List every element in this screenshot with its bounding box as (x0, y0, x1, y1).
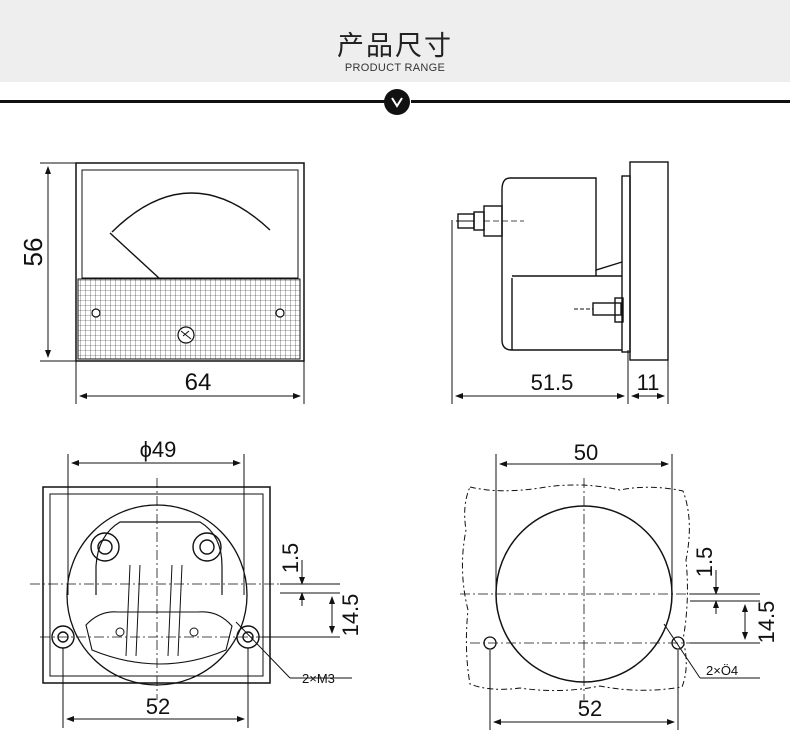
cutout-offset-top-label: 1.5 (692, 547, 717, 578)
rear-hole-spacing-label: 52 (146, 694, 170, 719)
front-height-label: 56 (18, 238, 48, 267)
divider-right (411, 100, 790, 103)
front-height-dimension (40, 162, 80, 362)
divider-left (0, 100, 386, 103)
rear-dimension-lines (62, 454, 352, 728)
cutout-hole-spacing-label: 52 (578, 696, 602, 721)
rear-offset-top-label: 1.5 (278, 543, 303, 574)
side-bezel-label: 11 (637, 370, 660, 395)
rear-screw-label: 2×M3 (302, 671, 335, 686)
side-view (456, 161, 669, 361)
cutout-hole-label: 2×Ö4 (706, 663, 738, 678)
rear-view (30, 478, 300, 700)
cutout-dimension-lines (489, 454, 760, 730)
front-width-dimension (75, 361, 305, 404)
side-depth-label: 51.5 (531, 370, 574, 395)
page-subtitle: PRODUCT RANGE (344, 62, 446, 74)
header-band: 产品尺寸 PRODUCT RANGE (0, 0, 790, 82)
front-view (75, 162, 305, 362)
rear-diameter-label: ϕ49 (140, 437, 177, 462)
cutout-width-label: 50 (574, 440, 598, 465)
chevron-down-icon (384, 89, 410, 115)
cutout-offset-mid-label: 14.5 (754, 601, 779, 644)
front-width-label: 64 (185, 369, 212, 396)
page-title: 产品尺寸 (337, 31, 453, 62)
side-dimension-lines (451, 220, 669, 404)
rear-offset-mid-label: 14.5 (338, 594, 363, 637)
